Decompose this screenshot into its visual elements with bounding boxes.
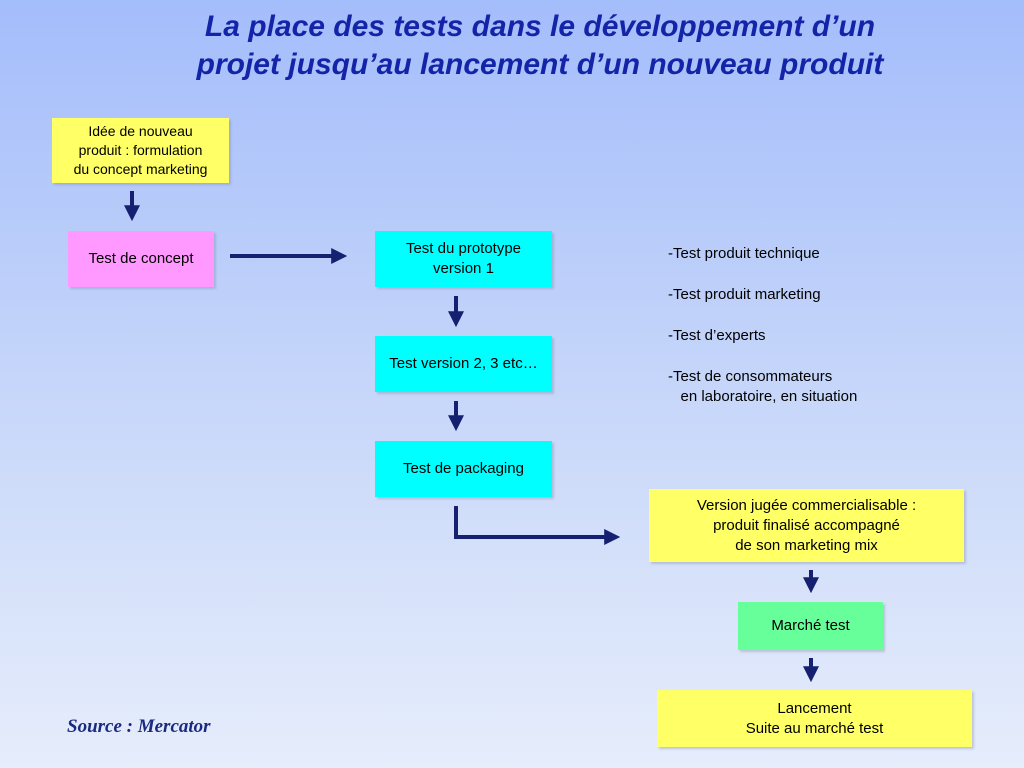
version-test-box: Test version 2, 3 etc…: [375, 336, 552, 392]
title-line-2: projet jusqu’au lancement d’un nouveau p…: [196, 48, 884, 81]
test-list-item: -Test produit technique: [668, 245, 820, 262]
arrow-packaging-to-commercial: [454, 506, 621, 545]
launch-box: Lancement Suite au marché test: [657, 690, 972, 747]
commercial-version-box: Version jugée commercialisable : produit…: [649, 489, 964, 562]
test-list-item: -Test d’experts: [668, 327, 766, 344]
market-test-box: Marché test: [738, 602, 883, 650]
prototype-test-box: Test du prototype version 1: [375, 231, 552, 287]
idea-box: Idée de nouveau produit : formulation du…: [52, 118, 229, 183]
test-list-item: -Test de consommateurs: [668, 368, 833, 385]
slide-title: La place des tests dans le développement…: [60, 8, 1020, 84]
concept-test-box: Test de concept: [68, 231, 214, 287]
test-list-item: -Test produit marketing: [668, 286, 821, 303]
title-line-1: La place des tests dans le développement…: [204, 10, 876, 43]
test-list: -Test produit technique -Test produit ma…: [668, 244, 857, 407]
packaging-test-box: Test de packaging: [375, 441, 552, 497]
source-caption: Source : Mercator: [67, 716, 211, 737]
test-list-item: en laboratoire, en situation: [668, 388, 858, 405]
